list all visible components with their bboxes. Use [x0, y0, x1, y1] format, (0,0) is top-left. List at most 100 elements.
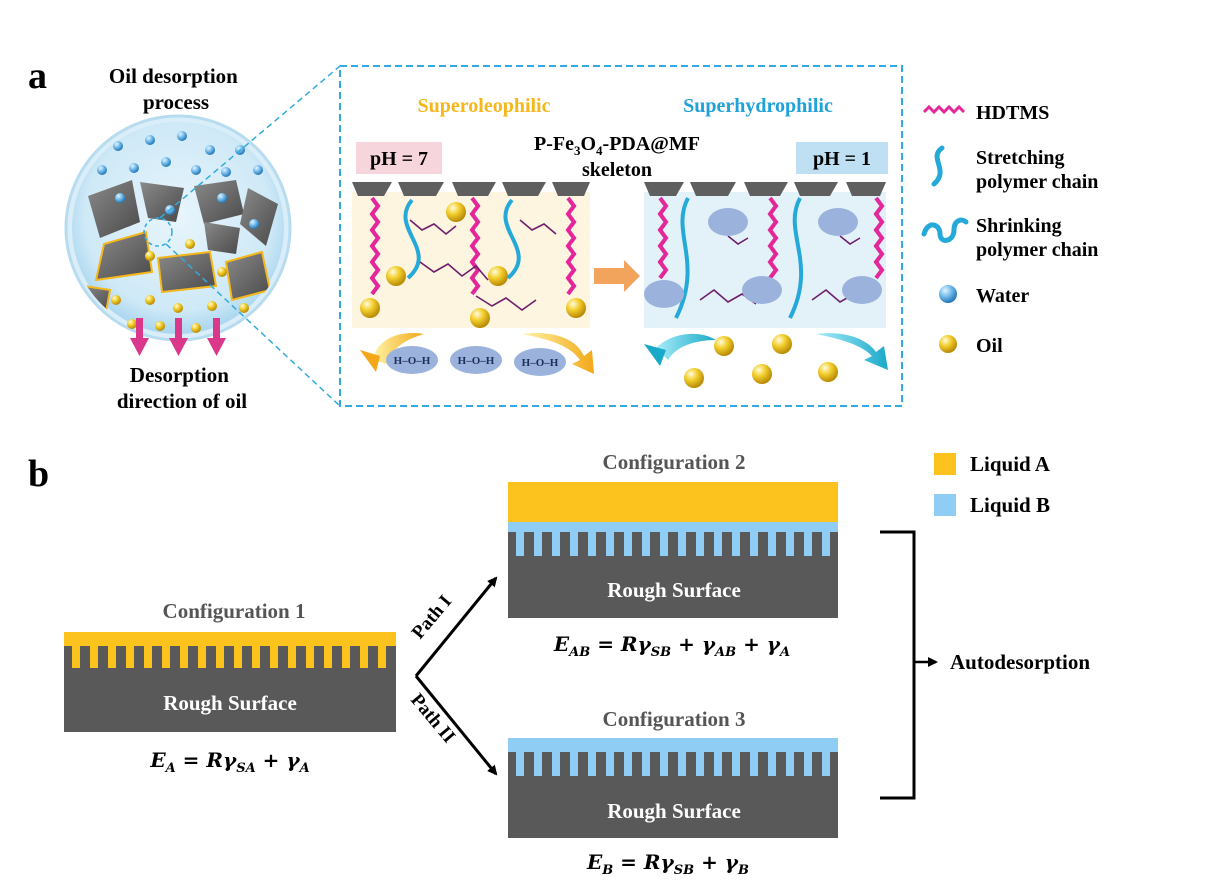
config3-diagram: Rough Surface: [508, 738, 838, 838]
transition-arrow: [594, 260, 640, 292]
ph-badge-right: [796, 142, 888, 174]
oil-droplet: [818, 362, 838, 382]
groove-liquid: [108, 646, 116, 668]
skeleton-block: [744, 182, 788, 196]
sphere-oil-drops: [111, 239, 249, 333]
repel-arrow-left: [372, 333, 424, 364]
ph-badge-left: [356, 142, 442, 174]
legend-water: Water: [976, 285, 1029, 307]
hdtms-chain: [657, 196, 669, 280]
water-molecule: [742, 276, 782, 304]
shrinking-chain-icon: [921, 217, 969, 243]
groove-liquid: [768, 532, 776, 556]
skeleton-block: [352, 182, 392, 196]
water-molecule: [386, 346, 438, 374]
water-molecule: [450, 346, 502, 374]
groove-liquid: [804, 532, 812, 556]
hdtms-chain: [469, 196, 481, 296]
desorption-caption-line1: Desorption: [130, 363, 229, 387]
water-molecule-label: H–O–H: [394, 355, 431, 367]
skeleton-block: [502, 182, 546, 196]
groove-liquid: [252, 646, 260, 668]
rough-surface: [508, 752, 838, 838]
rough-surface-label: Rough Surface: [607, 799, 741, 823]
skeleton-block: [690, 182, 736, 196]
groove-liquid: [786, 752, 794, 776]
liquid-a-layer: [64, 632, 396, 646]
state-superhydrophilic: Superhydrophilic: [683, 95, 833, 117]
path-i-arrow: [414, 576, 498, 677]
formula-subscript-2: 4: [596, 143, 603, 158]
repel-arrow-right: [816, 333, 888, 370]
stretching-polymer-chain: [674, 197, 690, 319]
oil-droplet: [772, 334, 792, 354]
stretching-polymer-chain: [788, 197, 804, 319]
ph-right-text: pH = 1: [813, 148, 871, 170]
skeleton-fragment: [94, 230, 154, 282]
groove-liquid: [714, 532, 722, 556]
config2-title: Configuration 2: [603, 450, 746, 474]
config3-title: Configuration 3: [603, 707, 746, 731]
legend-liquid-a: Liquid A: [970, 452, 1051, 476]
legend-shrinking-line1: Shrinking: [976, 215, 1062, 237]
bracket: [880, 530, 916, 800]
skeleton-block: [794, 182, 838, 196]
config2-diagram: Rough Surface: [508, 482, 838, 618]
interface-ph1: [644, 182, 888, 388]
protonated-amine: [699, 235, 861, 305]
groove-liquid: [714, 752, 722, 776]
groove-liquid: [660, 752, 668, 776]
groove-liquid: [288, 646, 296, 668]
groove-liquid: [786, 532, 794, 556]
groove-liquid: [516, 532, 524, 556]
oil-droplet: [386, 266, 406, 286]
oil-drop-icon: [939, 335, 957, 353]
groove-liquid: [216, 646, 224, 668]
groove-liquid: [570, 752, 578, 776]
skeleton-block: [846, 182, 886, 196]
skeleton-label: skeleton: [582, 159, 652, 181]
ph-left-text: pH = 7: [370, 148, 428, 170]
amine-side-chain: [409, 219, 557, 311]
water-molecule: [644, 280, 684, 308]
groove-liquid: [696, 532, 704, 556]
groove-liquid: [534, 532, 542, 556]
oil-droplet: [684, 368, 704, 388]
rough-surface: [508, 532, 838, 618]
skeleton-fragment: [204, 222, 240, 254]
skeleton-block: [452, 182, 496, 196]
legend-liquid-b: Liquid B: [970, 493, 1050, 517]
hdtms-chain: [873, 196, 885, 280]
skeleton-fragment: [88, 180, 140, 238]
groove-liquid: [72, 646, 80, 668]
groove-liquid: [660, 532, 668, 556]
legend-stretching-line2: polymer chain: [976, 171, 1098, 193]
water-molecule-label: H–O–H: [458, 355, 495, 367]
formula-part-3: -PDA@MF: [603, 133, 700, 155]
interface-ph7: H–O–H H–O–H H–O–H: [352, 182, 594, 376]
liquid-b-in-grooves: [516, 752, 830, 776]
shrinking-polymer-chain: [403, 198, 421, 280]
rough-surface-label: Rough Surface: [607, 578, 741, 602]
groove-liquid: [768, 752, 776, 776]
legend-a: HDTMS Stretching polymer chain Shrinking…: [921, 102, 1098, 357]
oil-droplet: [714, 336, 734, 356]
panel-a-label: a: [28, 55, 47, 97]
groove-liquid: [750, 532, 758, 556]
formula-subscript-1: 3: [574, 143, 581, 158]
groove-liquid: [588, 532, 596, 556]
groove-liquid: [588, 752, 596, 776]
groove-liquid: [678, 752, 686, 776]
panel-b-label: b: [28, 453, 49, 495]
groove-liquid: [90, 646, 98, 668]
repel-arrow-left-head: [644, 344, 666, 366]
groove-liquid: [570, 532, 578, 556]
groove-liquid: [624, 532, 632, 556]
liquid-b-layer: [508, 738, 838, 752]
circle-title: Oil desorption process: [109, 64, 243, 114]
groove-liquid: [198, 646, 206, 668]
skeleton-fragment: [156, 250, 218, 294]
repel-arrow-left-head: [360, 350, 380, 372]
skeleton-formula: P-Fe3O4-PDA@MF: [534, 133, 700, 158]
